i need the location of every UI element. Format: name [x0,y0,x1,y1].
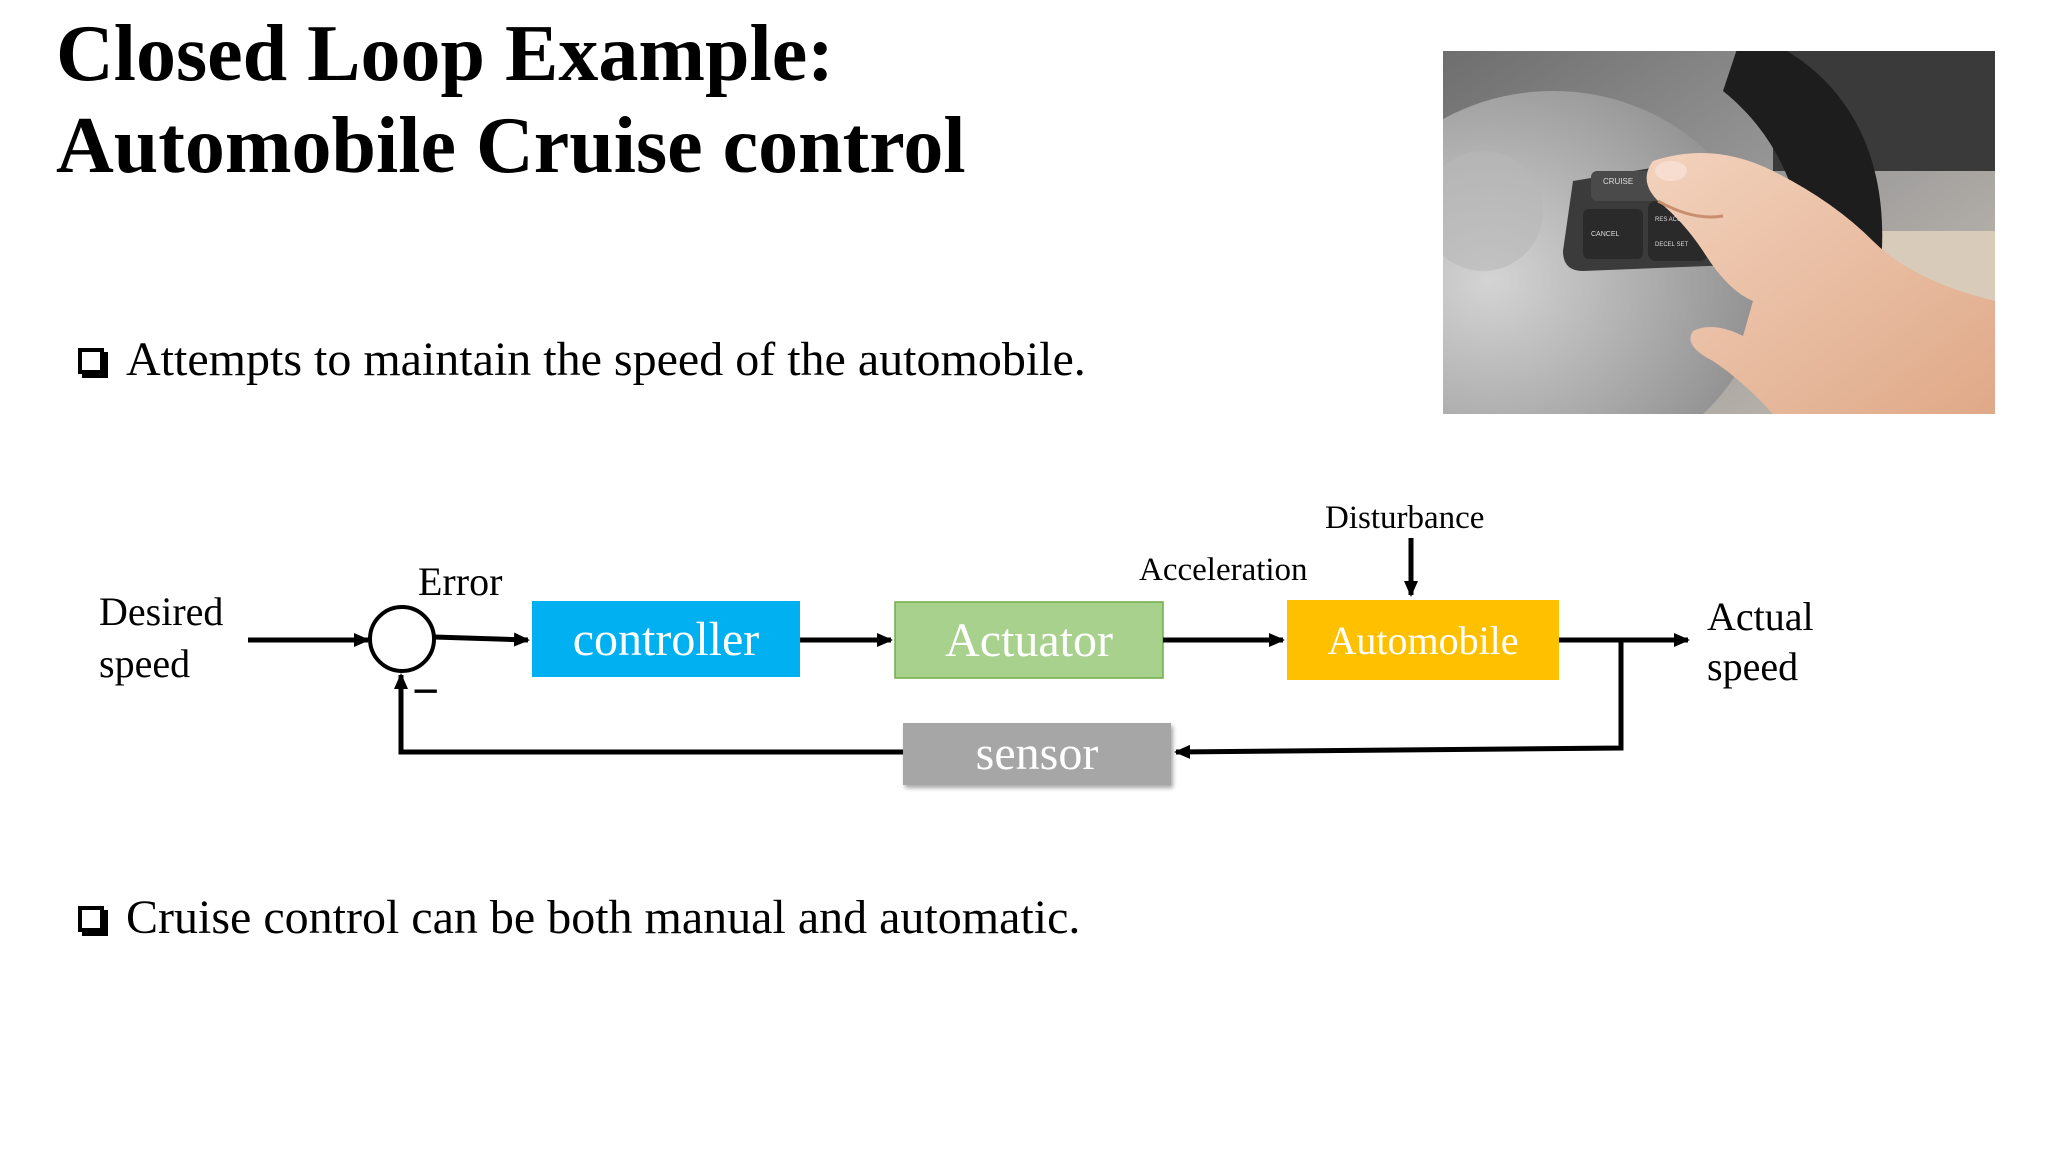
feedback-to-sensor-line [1174,640,1624,759]
actual-speed-label-line1: Actual [1707,594,1814,639]
feedback-to-junction-line [394,673,903,755]
controller-label: controller [573,613,760,666]
steering-wheel-photo: CRUISE CANCEL RES ACCEL DECEL SET [1443,51,1995,414]
bullet-item: Attempts to maintain the speed of the au… [78,332,1086,388]
checkbox-bullet-icon [78,906,104,932]
cruise-button-label: CRUISE [1603,177,1633,186]
slide-title: Closed Loop Example: Automobile Cruise c… [56,8,1356,192]
steering-wheel-illustration: CRUISE CANCEL RES ACCEL DECEL SET [1443,51,1995,414]
bullet-text: Attempts to maintain the speed of the au… [126,333,1086,386]
actuator-block [894,601,1164,679]
bullet-text: Cruise control can be both manual and au… [126,891,1081,944]
controller-block [532,601,800,677]
checkbox-bullet-icon [78,348,104,374]
cancel-button-label: CANCEL [1591,231,1620,238]
desired-speed-label-line1: Desired [99,589,223,634]
sensor-label: sensor [976,727,1099,780]
title-line-1: Closed Loop Example: [56,10,834,98]
actuator-label: Actuator [945,614,1113,667]
resume-button-label: RES ACCEL [1655,217,1689,223]
set-button-label: DECEL SET [1655,242,1688,248]
sensor-block [903,723,1171,785]
disturbance-label: Disturbance [1325,500,1484,536]
error-label: Error [418,559,502,604]
desired-speed-label-line2: speed [99,641,190,686]
summing-junction [368,605,436,673]
title-line-2: Automobile Cruise control [56,102,966,190]
minus-sign: − [412,665,439,718]
acceleration-label: Acceleration [1139,552,1308,588]
automobile-block [1287,600,1559,680]
error-arrow [433,632,530,647]
actual-speed-label-line2: speed [1707,644,1798,689]
automobile-label: Automobile [1327,618,1518,663]
bullet-item: Cruise control can be both manual and au… [78,890,1080,946]
